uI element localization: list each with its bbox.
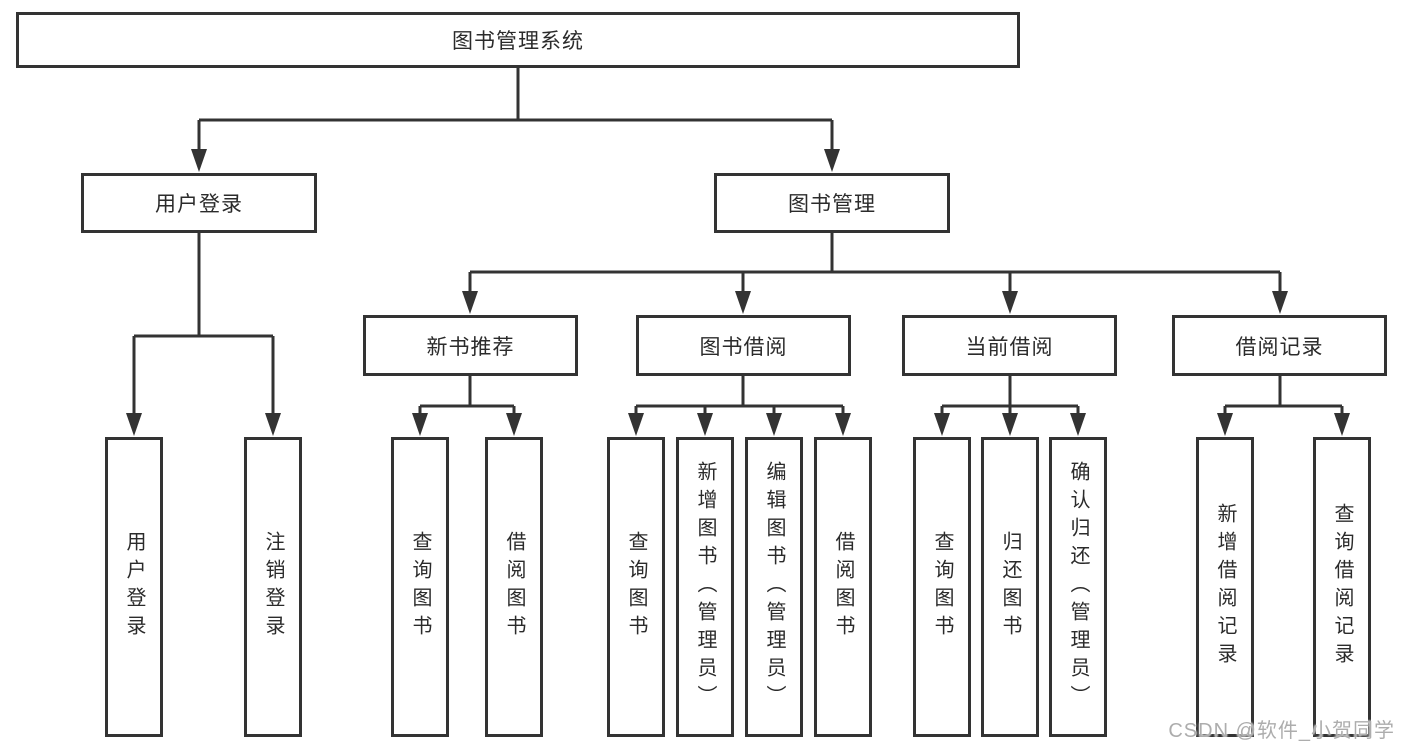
watermark: CSDN @软件_小贺同学	[1168, 720, 1395, 742]
node-leaf-add-borrow-record: 新增借阅记录	[1196, 437, 1254, 737]
node-leaf-query-borrow-record: 查询借阅记录	[1313, 437, 1371, 737]
node-leaf-add-books-admin: 新增图书（管理员）	[676, 437, 734, 737]
node-leaf-query-books: 查询图书	[391, 437, 449, 737]
node-leaf-query-books: 查询图书	[607, 437, 665, 737]
node-leaf-query-books: 查询图书	[913, 437, 971, 737]
node-leaf-user-login: 用户登录	[105, 437, 163, 737]
node-leaf-edit-books-admin: 编辑图书（管理员）	[745, 437, 803, 737]
arrowhead-icons	[126, 149, 1350, 436]
node-library-management-system: 图书管理系统	[16, 12, 1020, 68]
node-borrow-records: 借阅记录	[1172, 315, 1387, 376]
node-leaf-return-books: 归还图书	[981, 437, 1039, 737]
node-new-book-recommend: 新书推荐	[363, 315, 578, 376]
node-leaf-confirm-return-admin: 确认归还（管理员）	[1049, 437, 1107, 737]
node-user-login: 用户登录	[81, 173, 317, 233]
node-book-borrow: 图书借阅	[636, 315, 851, 376]
node-leaf-borrow-books: 借阅图书	[814, 437, 872, 737]
node-book-management: 图书管理	[714, 173, 950, 233]
node-leaf-logout-login: 注销登录	[244, 437, 302, 737]
node-current-borrow: 当前借阅	[902, 315, 1117, 376]
node-leaf-borrow-books: 借阅图书	[485, 437, 543, 737]
